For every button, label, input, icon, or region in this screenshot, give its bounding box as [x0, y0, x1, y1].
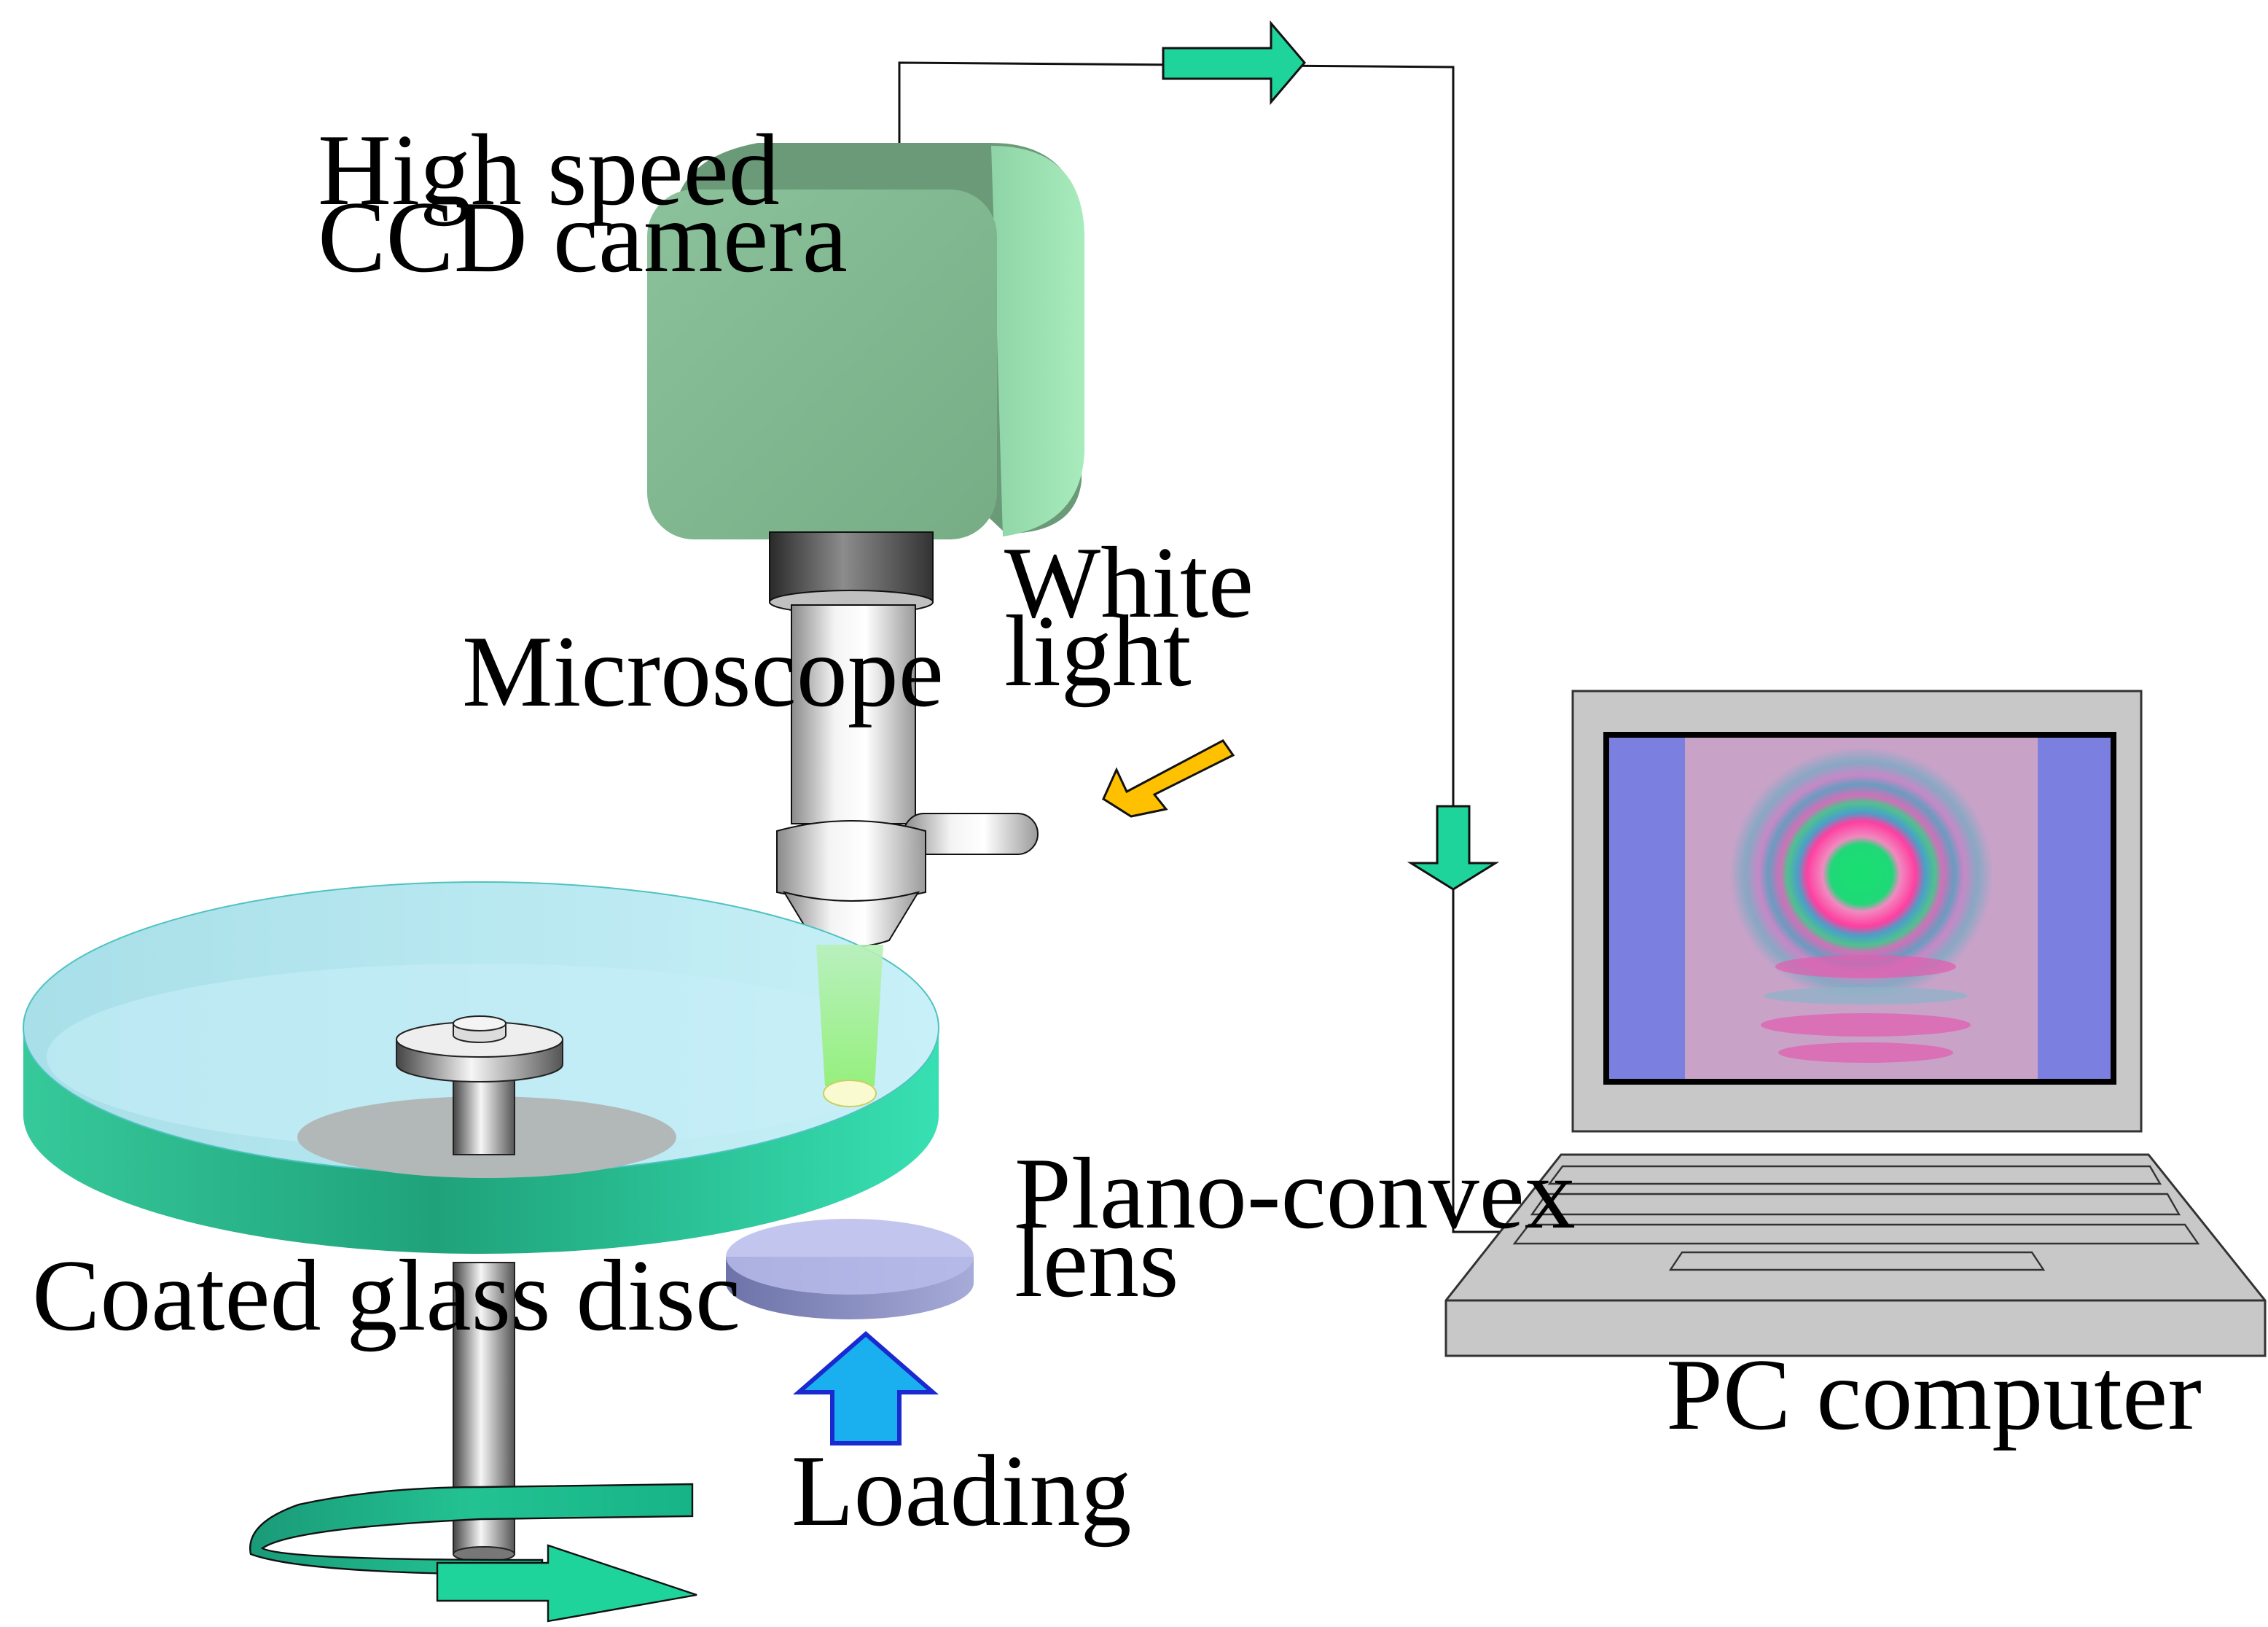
pc-laptop [1444, 690, 2267, 1357]
lens-label-line2: lens [1014, 1206, 1179, 1319]
white-light-label-line1: White [1004, 526, 1254, 639]
signal-arrow-down [1407, 805, 1500, 891]
white-light-arrow [1102, 739, 1235, 818]
loading-arrow [792, 1331, 939, 1445]
plano-convex-lens [726, 1219, 974, 1319]
camera-side-face [991, 146, 1084, 537]
pc-label: PC computer [1666, 1338, 2202, 1451]
lens-label-line1: Plano-convex [1014, 1137, 1576, 1250]
signal-path [898, 20, 1516, 1233]
ccd-camera [647, 143, 1084, 539]
signal-wire [898, 61, 1516, 1233]
touchpad [1668, 1251, 2046, 1271]
microscope [769, 531, 1039, 948]
disc-label: Coated glass disc [32, 1239, 740, 1352]
camera-label-line2: CCD camera [318, 181, 848, 294]
disc-hub [396, 1015, 563, 1155]
keyboard-row-2 [1530, 1193, 2181, 1216]
light-beam [816, 945, 883, 1086]
contact-spot [823, 1080, 877, 1107]
microscope-tube [791, 604, 916, 824]
objective-ring [776, 820, 926, 902]
disc-rim [23, 1028, 939, 1254]
camera-label-line1: High speed [318, 114, 780, 227]
rotation-arrow [249, 1483, 697, 1623]
white-light-label-line2: light [1004, 595, 1192, 708]
signal-arrow-right [1162, 20, 1306, 106]
fringe-tail [1761, 955, 1971, 1063]
microscope-label: Microscope [462, 615, 944, 728]
camera-front-face [647, 190, 997, 539]
keyboard-row-1 [1547, 1165, 2162, 1185]
loading-label: Loading [791, 1435, 1132, 1548]
keyboard-row-3 [1512, 1223, 2200, 1245]
